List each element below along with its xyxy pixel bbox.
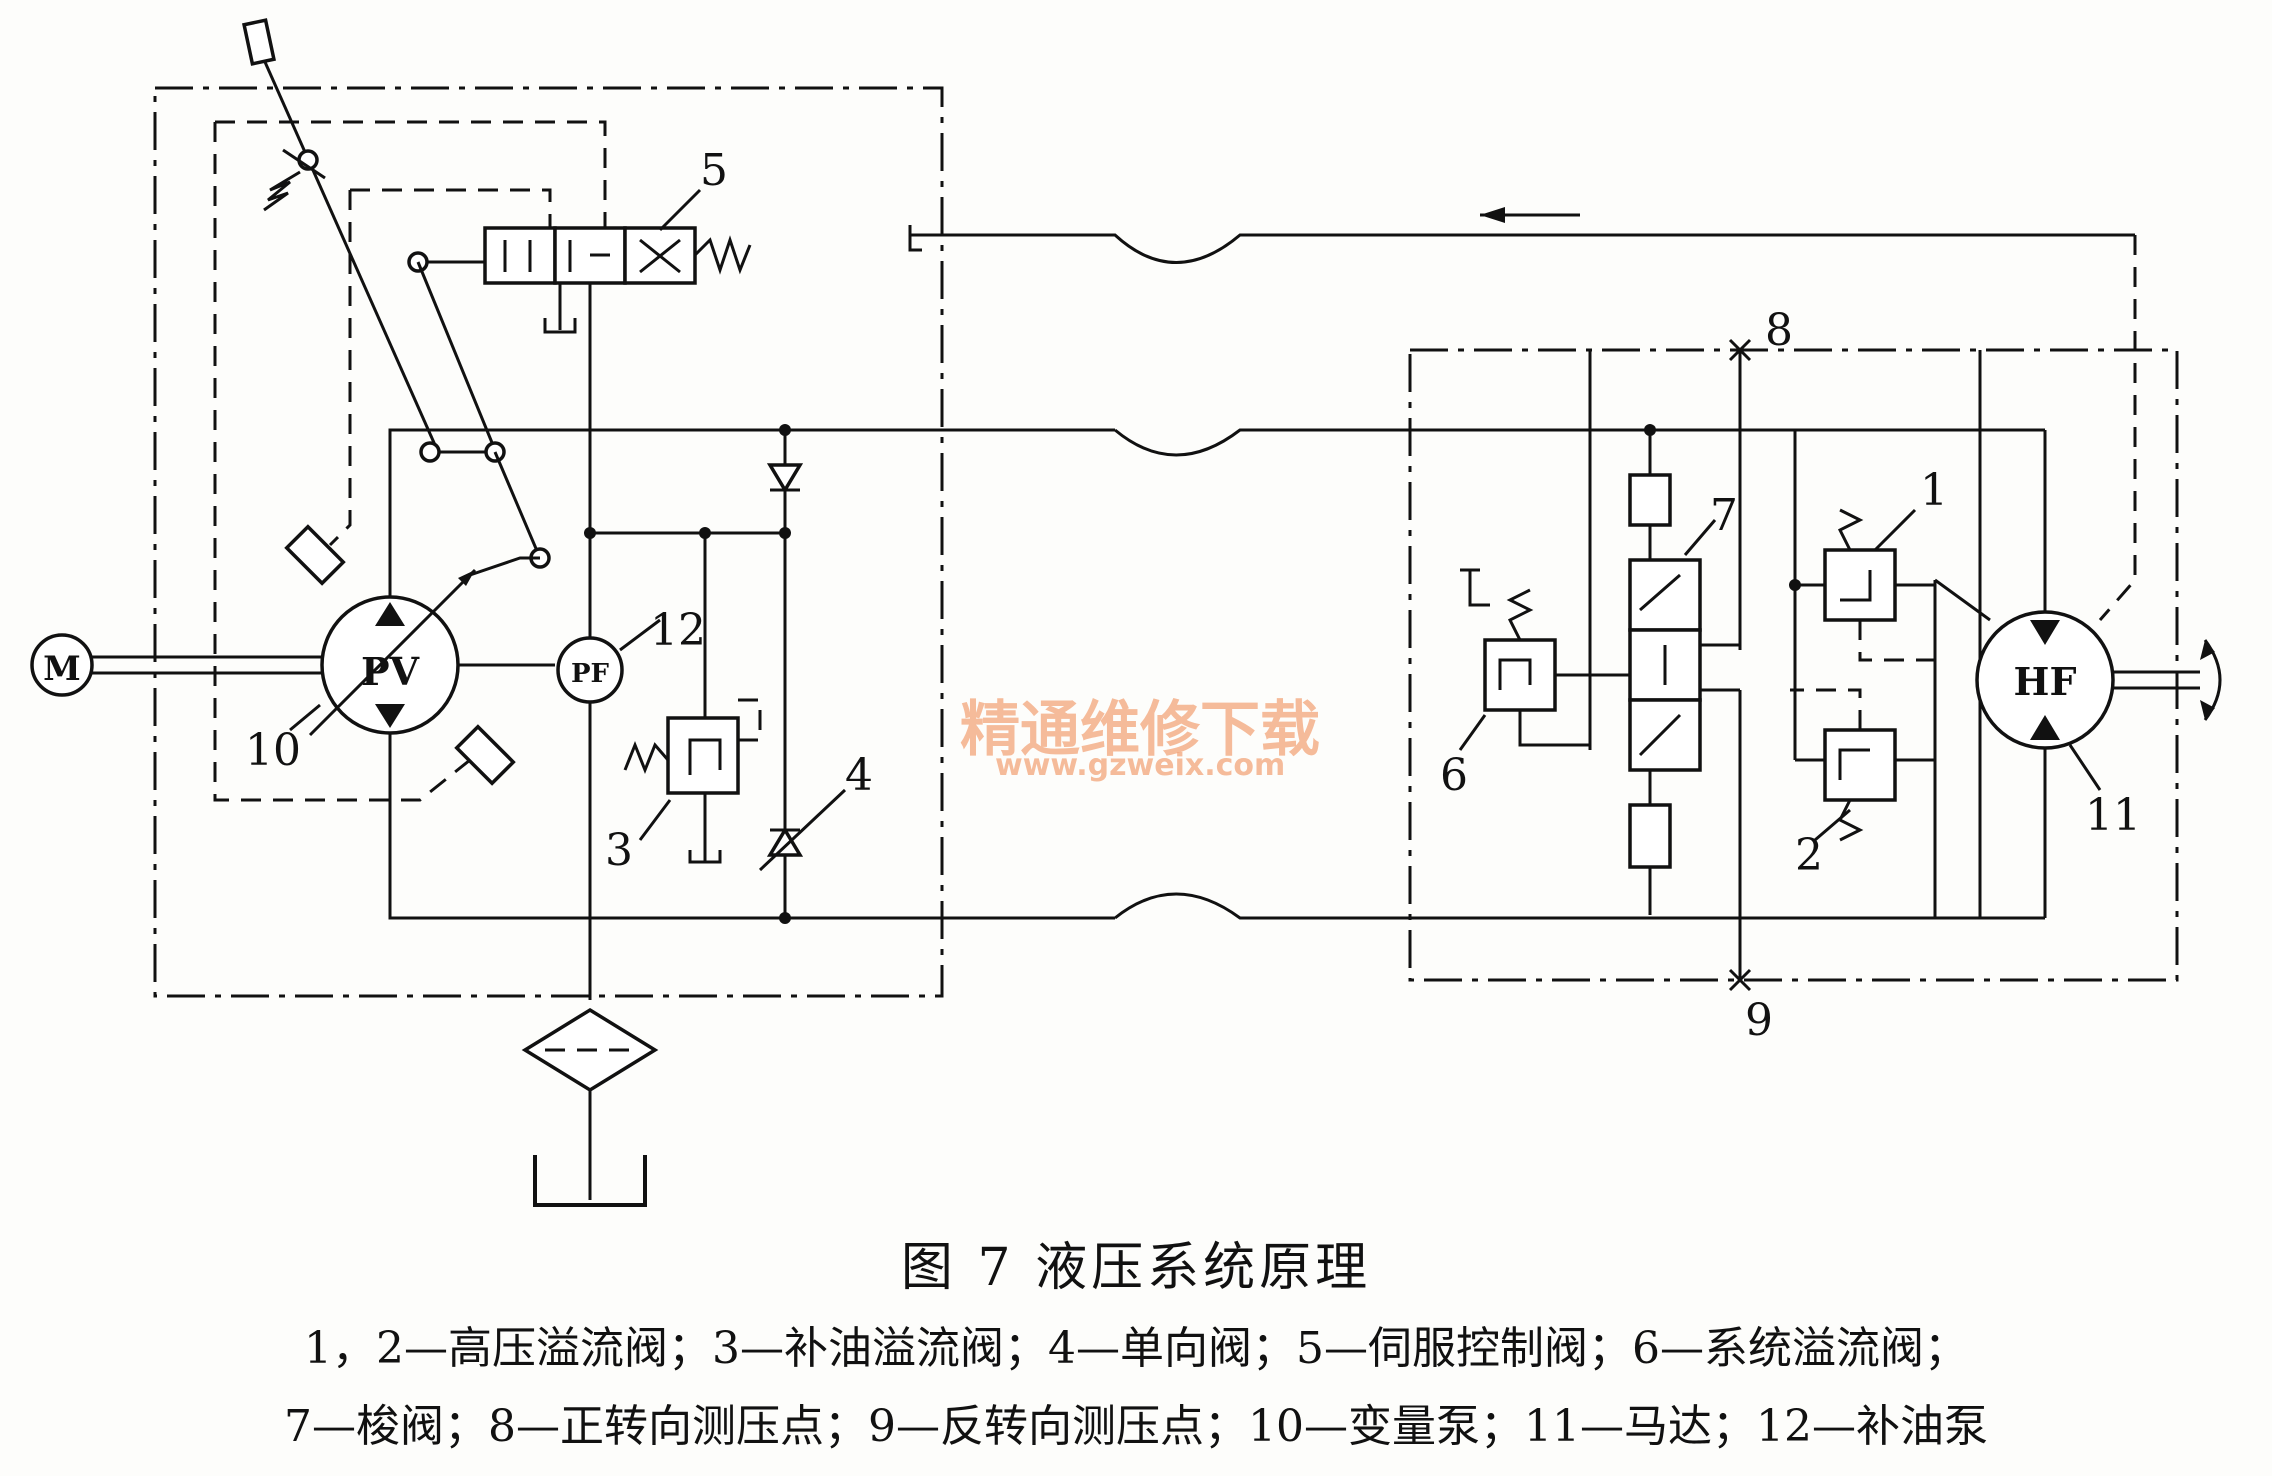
label-11: 11: [2085, 790, 2141, 841]
hp-relief-valve-2: [1823, 728, 1897, 802]
motor-unit-boundary: [1408, 348, 2179, 982]
label-10: 10: [245, 725, 301, 776]
lever-handle: [242, 18, 276, 66]
motor-arrow-top: [2030, 620, 2060, 645]
figure-legend-line-2: 7—梭阀；8—正转向测压点；9—反转向测压点；10—变量泵；11—马达；12—补…: [284, 1401, 1988, 1452]
label-7: 7: [1710, 490, 1738, 541]
reservoir-tank: [533, 1155, 647, 1207]
link-d: [493, 451, 542, 559]
control-lever: [263, 61, 437, 446]
label-8: 8: [1765, 305, 1793, 356]
servo-valve-left-block: [483, 226, 557, 285]
pump-arrow-up: [375, 602, 405, 626]
pump-cylinder-lower: [454, 724, 516, 786]
motor-arrow-bottom: [2030, 715, 2060, 740]
label-6: 6: [1440, 750, 1468, 801]
label-2-leader: [1814, 808, 1851, 842]
charge-pump: [556, 636, 624, 704]
electric-motor: [30, 633, 94, 697]
label-1: 1: [1920, 465, 1948, 516]
servo-drain-tank: [543, 318, 577, 334]
label-2: 2: [1795, 830, 1823, 881]
label-12: 12: [650, 605, 706, 656]
pump-arrow-down: [375, 704, 405, 728]
charge-relief-spring: [623, 740, 670, 775]
test-point-8-b: [1728, 338, 1752, 362]
label-4: 4: [845, 750, 873, 801]
check-valve-lower: [766, 826, 804, 857]
link-joint-b: [419, 441, 441, 463]
watermark-cn: 精通维修下载: [960, 695, 1320, 765]
pump-variable-arrow: [308, 568, 477, 737]
label-9: 9: [1745, 995, 1773, 1046]
pump-symbol: PV: [361, 649, 421, 694]
charge-relief-valve: [666, 716, 740, 795]
label-1-leader: [1873, 508, 1917, 552]
pump-cylinder-upper: [284, 524, 346, 586]
label-3-leader: [638, 799, 672, 841]
label-12-leader: [619, 618, 661, 652]
main-line-upper-hose: [1114, 428, 2045, 457]
link-e: [469, 556, 540, 577]
label-4-leader: [758, 788, 847, 872]
label-10-leader: [289, 703, 321, 732]
label-7-leader: [1683, 519, 1717, 556]
case-drain-line: [910, 233, 2135, 264]
link-b: [416, 261, 497, 451]
main-line-upper-left: [388, 428, 1115, 597]
shuttle-valve-bottom: [1628, 698, 1702, 772]
charge-pump-symbol: PF: [571, 659, 610, 689]
label-3: 3: [605, 825, 633, 876]
pump-unit-boundary: [153, 86, 944, 998]
label-5: 5: [700, 145, 728, 196]
test-point-9-b: [1728, 968, 1752, 992]
figure-title: 图 7 液压系统原理: [900, 1238, 1372, 1298]
motor-symbol: M: [43, 649, 81, 689]
control-dashed-line-outer: [215, 120, 607, 245]
check-valve-upper: [766, 463, 804, 494]
control-dashed-line-left: [213, 122, 471, 802]
main-line-lower-left: [388, 733, 1115, 920]
main-line-lower-hose: [1114, 892, 2045, 920]
servo-valve-spring: [693, 235, 752, 275]
system-relief-valve: [1483, 638, 1557, 712]
control-dashed-line-inner-left: [328, 190, 352, 547]
label-5-leader: [658, 188, 702, 232]
hyd-motor-symbol: HF: [2014, 659, 2077, 704]
shuttle-valve-top: [1628, 558, 1702, 632]
watermark-url: www.gzweix.com: [995, 748, 1285, 783]
case-drain-tank: [908, 225, 922, 252]
pivot-ground-line: [282, 148, 326, 180]
label-11-leader: [2068, 744, 2102, 791]
label-6-leader: [1458, 714, 1487, 751]
figure-legend-line-1: 1，2—高压溢流阀；3—补油溢流阀；4—单向阀；5—伺服控制阀；6—系统溢流阀；: [304, 1323, 1968, 1374]
pivot-ground: [263, 170, 301, 212]
